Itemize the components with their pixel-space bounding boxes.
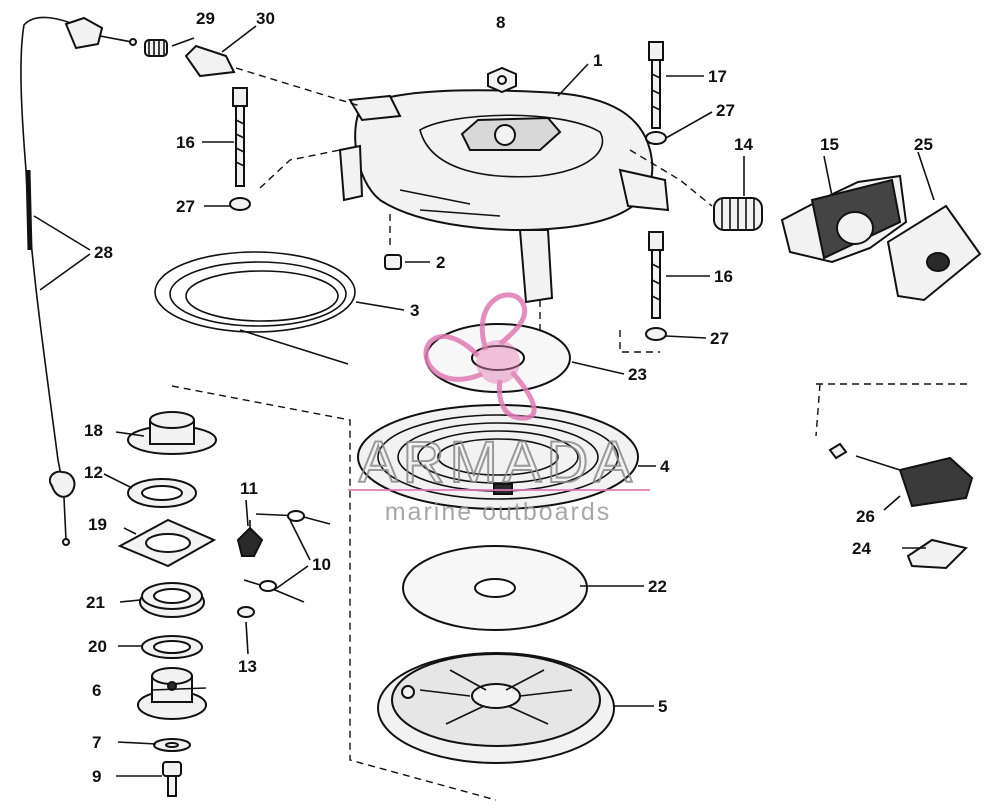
cable-lower-tip bbox=[62, 538, 70, 546]
callout-23: 23 bbox=[628, 365, 647, 384]
spring-10 bbox=[243, 510, 331, 603]
callout-30: 30 bbox=[256, 9, 275, 28]
watermark: ARMADA marine outboards bbox=[348, 292, 650, 526]
washer-12 bbox=[127, 478, 197, 508]
bolt-16-right bbox=[648, 231, 664, 319]
cable-28-sheath bbox=[25, 169, 33, 251]
cable-wire bbox=[99, 35, 133, 43]
callout-13: 13 bbox=[238, 657, 257, 676]
cable-lower-fitting bbox=[48, 470, 76, 498]
spring-29 bbox=[144, 39, 168, 57]
assembly-line-spring14 bbox=[629, 149, 713, 207]
callout-9: 9 bbox=[92, 767, 101, 786]
seal-20 bbox=[141, 635, 203, 659]
assembly-line-plunger bbox=[235, 67, 361, 107]
cap-18 bbox=[127, 411, 217, 455]
callout-27-left: 27 bbox=[176, 197, 195, 216]
pawl-11 bbox=[236, 520, 264, 557]
callout-14: 14 bbox=[734, 135, 753, 154]
washer-27-left bbox=[229, 197, 251, 211]
plate-19 bbox=[117, 518, 217, 568]
cover-25 bbox=[886, 204, 982, 302]
callout-24: 24 bbox=[852, 539, 871, 558]
plate-24 bbox=[906, 538, 968, 570]
callout-20: 20 bbox=[88, 637, 107, 656]
callout-29: 29 bbox=[196, 9, 215, 28]
callout-28: 28 bbox=[94, 243, 113, 262]
washer-7 bbox=[153, 738, 191, 752]
callout-4: 4 bbox=[660, 457, 670, 476]
bolt-9 bbox=[162, 761, 182, 797]
callout-8: 8 bbox=[496, 13, 505, 32]
callout-27-lower: 27 bbox=[710, 329, 729, 348]
callout-19: 19 bbox=[88, 515, 107, 534]
assembly-line-bolt16-right bbox=[619, 330, 660, 353]
assembly-line-bolt16-left bbox=[259, 149, 341, 189]
cable-28 bbox=[20, 16, 79, 481]
callout-7: 7 bbox=[92, 733, 101, 752]
nut-8-hole bbox=[497, 75, 507, 85]
callout-17: 17 bbox=[708, 67, 727, 86]
cable-end-fitting bbox=[64, 16, 104, 50]
pulley-5 bbox=[377, 652, 615, 764]
starter-housing-1 bbox=[338, 89, 670, 304]
assembly-line-left-stack bbox=[171, 385, 497, 801]
rope-3 bbox=[154, 251, 356, 365]
knob-26 bbox=[828, 442, 974, 508]
callout-15: 15 bbox=[820, 135, 839, 154]
watermark-title: ARMADA bbox=[359, 430, 637, 495]
plunger-30 bbox=[184, 44, 236, 78]
callout-18: 18 bbox=[84, 421, 103, 440]
callout-1: 1 bbox=[593, 51, 602, 70]
callout-10: 10 bbox=[312, 555, 331, 574]
bushing-21 bbox=[139, 582, 205, 618]
callout-27-upper: 27 bbox=[716, 101, 735, 120]
cable-lower-wire bbox=[63, 497, 67, 541]
callout-22: 22 bbox=[648, 577, 667, 596]
callout-16-left: 16 bbox=[176, 133, 195, 152]
retainer-13 bbox=[237, 606, 255, 618]
hub-6 bbox=[137, 667, 207, 720]
callout-12: 12 bbox=[84, 463, 103, 482]
screw-2 bbox=[384, 254, 402, 270]
callout-16-right: 16 bbox=[714, 267, 733, 286]
assembly-line-knob bbox=[815, 383, 821, 437]
spring-14 bbox=[713, 197, 763, 231]
bolt-17 bbox=[648, 41, 664, 129]
rewind-spring-4 bbox=[357, 404, 639, 510]
callout-25: 25 bbox=[914, 135, 933, 154]
leader-lines bbox=[33, 25, 935, 777]
cable-wire-tip bbox=[129, 38, 137, 46]
watermark-subtitle: marine outboards bbox=[385, 498, 612, 526]
bolt-16-left bbox=[232, 87, 248, 187]
callout-3: 3 bbox=[410, 301, 419, 320]
plate-22 bbox=[402, 545, 588, 631]
callout-11: 11 bbox=[240, 479, 258, 498]
callout-26: 26 bbox=[856, 507, 875, 526]
callout-21: 21 bbox=[86, 593, 105, 612]
callout-6: 6 bbox=[92, 681, 101, 700]
handle-15 bbox=[780, 174, 908, 264]
propeller-logo bbox=[423, 292, 537, 421]
washer-27-lower bbox=[645, 327, 667, 341]
washer-27-upper bbox=[645, 131, 667, 145]
callout-2: 2 bbox=[436, 253, 445, 272]
callout-5: 5 bbox=[658, 697, 667, 716]
